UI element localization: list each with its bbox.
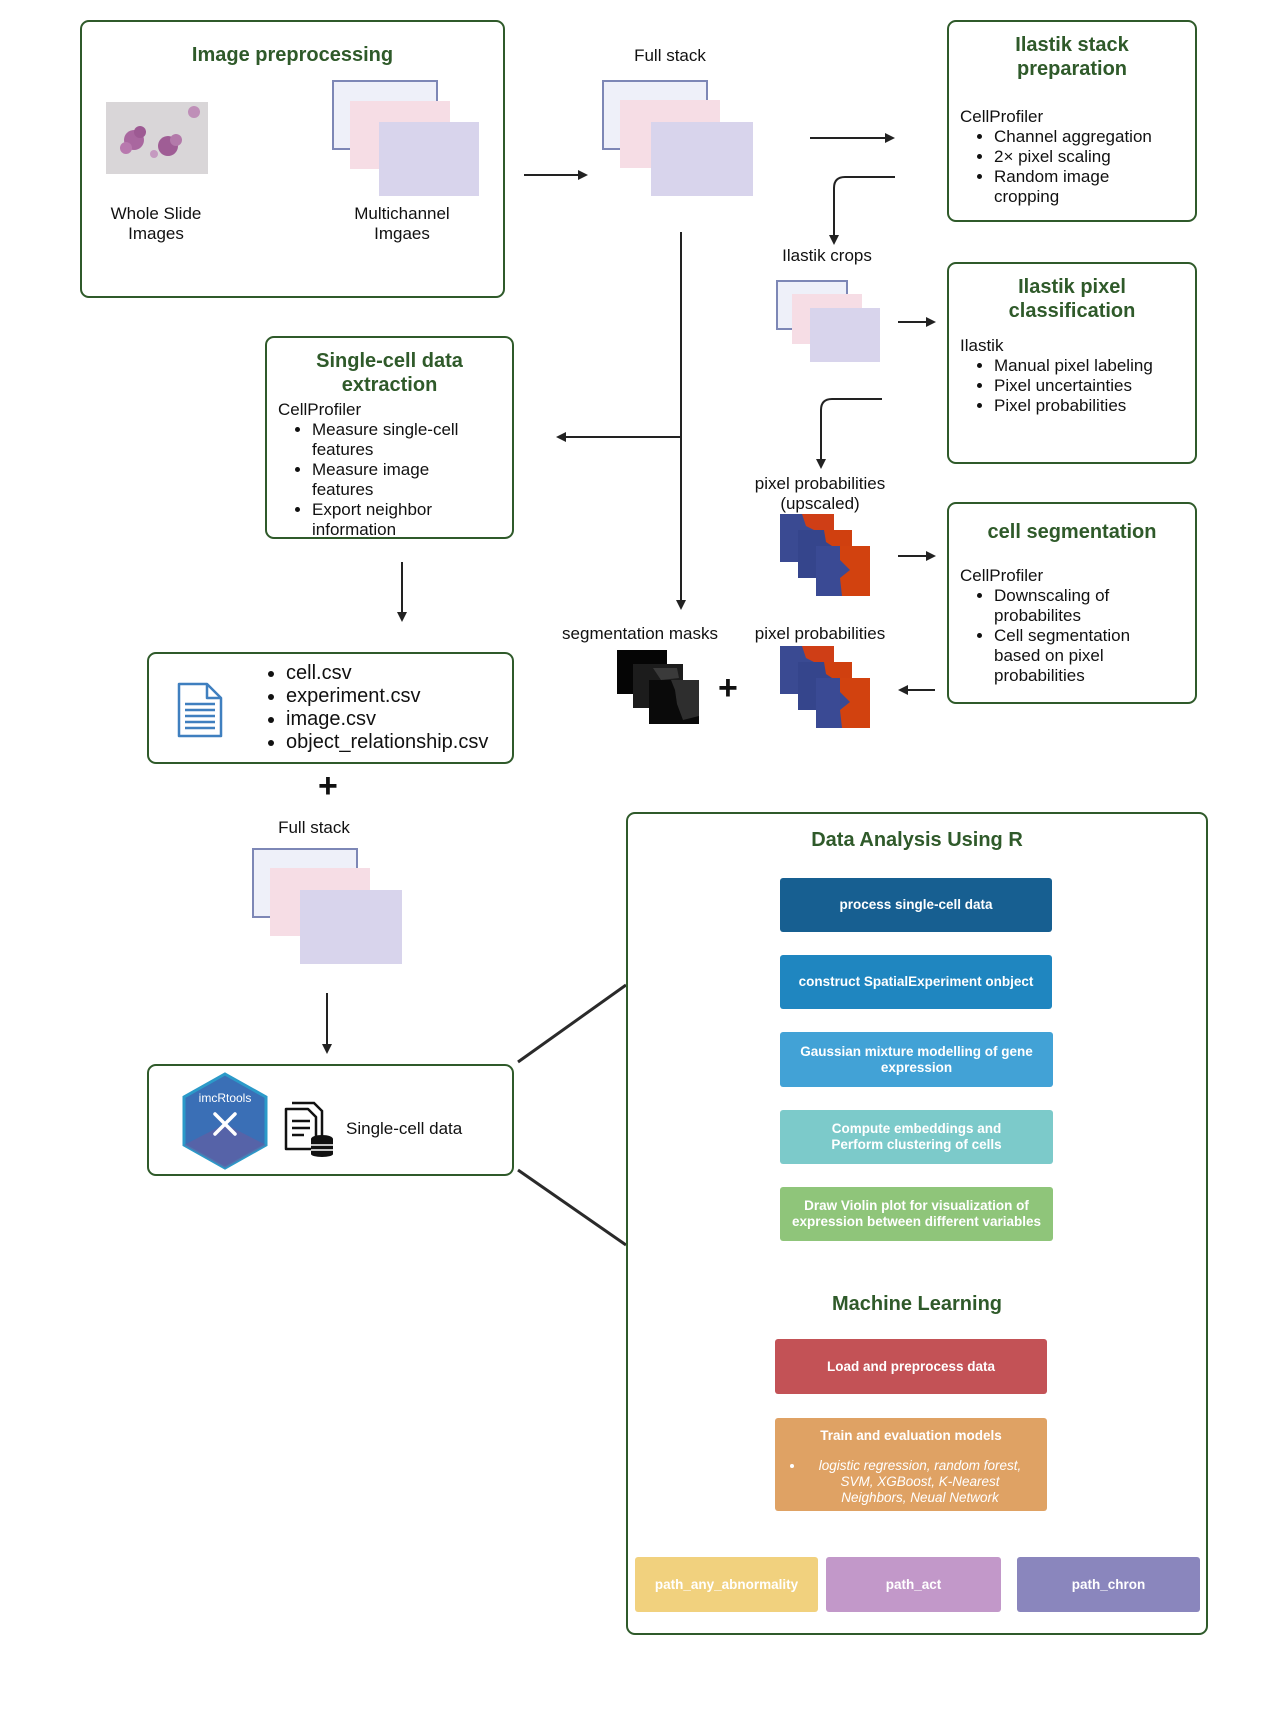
machine-learning-title: Machine Learning	[831, 1293, 1003, 1315]
ilastik-crops-front	[810, 308, 880, 362]
arrow-pixel-class-to-probabilities	[816, 398, 882, 469]
imcrtools-logo-text: imcRtools	[199, 1091, 252, 1105]
csv-file-item: experiment.csv	[286, 685, 514, 708]
ilastik-crops-label: Ilastik crops	[782, 246, 872, 265]
single-cell-extraction-tool: CellProfiler	[278, 400, 362, 419]
ilastik-stack-step: Random image cropping	[994, 167, 1196, 207]
ml-train-label: Train and evaluation models	[820, 1428, 1002, 1443]
cell-segmentation-title: cell segmentation	[987, 521, 1157, 543]
document-icon	[177, 682, 223, 738]
full-stack-label-2: Full stack	[278, 818, 350, 837]
cell-segmentation-tool: CellProfiler	[960, 566, 1044, 585]
ilastik-stack-preparation-body: CellProfiler Channel aggregation 2× pixe…	[960, 107, 1196, 207]
flow-step-construct: construct SpatialExperiment onbject	[780, 955, 1052, 1009]
arrow-ilastik-stack-to-crops	[829, 176, 895, 245]
cell-segmentation-step: Cell segmentation based on pixel probabi…	[994, 626, 1196, 686]
image-preprocessing-title: Image preprocessing	[191, 44, 394, 66]
single-cell-extraction-steps: Measure single-cell features Measure ima…	[278, 420, 514, 540]
database-document-icon	[284, 1101, 333, 1157]
full-stack-label: Full stack	[634, 46, 706, 65]
csv-file-item: cell.csv	[286, 662, 514, 685]
cell-segmentation-steps: Downscaling of probabilites Cell segment…	[960, 586, 1196, 686]
ilastik-pixel-classification-box: Ilastik pixel classification Ilastik Man…	[947, 262, 1197, 464]
ilastik-pixel-step: Pixel probabilities	[994, 396, 1196, 416]
flow-step-embeddings: Compute embeddings and Perform clusterin…	[780, 1110, 1053, 1164]
ilastik-stack-steps: Channel aggregation 2× pixel scaling Ran…	[960, 127, 1196, 207]
whole-slide-image-thumbnail	[106, 102, 208, 174]
plus-sign-csv: +	[318, 767, 338, 805]
single-cell-extraction-body: CellProfiler Measure single-cell feature…	[278, 400, 514, 540]
cell-segmentation-step: Downscaling of probabilites	[994, 586, 1196, 626]
ml-load-data: Load and preprocess data	[775, 1339, 1047, 1394]
output-path-any-abnormality: path_any_abnormality	[635, 1557, 818, 1612]
cell-segmentation-box: cell segmentation CellProfiler Downscali…	[947, 502, 1197, 704]
output-path-chron: path_chron	[1017, 1557, 1200, 1612]
csv-file-list: cell.csv experiment.csv image.csv object…	[260, 662, 514, 754]
ml-model-list: logistic regression, random forest, SVM,…	[787, 1458, 1035, 1506]
ilastik-pixel-step: Pixel uncertainties	[994, 376, 1196, 396]
pixel-probabilities-upscaled-label: pixel probabilities (upscaled)	[754, 474, 886, 513]
fan-line-top	[517, 983, 627, 1064]
segmentation-masks-image	[617, 650, 699, 724]
fan-line-bottom	[517, 1168, 627, 1247]
data-analysis-title: Data Analysis Using R	[811, 829, 1023, 851]
ilastik-stack-step: Channel aggregation	[994, 127, 1196, 147]
single-cell-extraction-title: Single-cell data extraction	[316, 350, 463, 396]
ilastik-stack-tool: CellProfiler	[960, 107, 1044, 126]
ml-model-item: logistic regression, random forest, SVM,…	[805, 1458, 1035, 1506]
ilastik-stack-step: 2× pixel scaling	[994, 147, 1196, 167]
single-cell-extraction-box: Single-cell data extraction CellProfiler…	[265, 336, 514, 539]
ilastik-pixel-steps: Manual pixel labeling Pixel uncertaintie…	[960, 356, 1196, 416]
multichannel-images-label: Multichannel Imgaes	[354, 204, 450, 243]
pixel-probabilities-upscaled-image	[780, 514, 870, 596]
cell-segmentation-body: CellProfiler Downscaling of probabilites…	[960, 566, 1196, 686]
ilastik-pixel-classification-title: Ilastik pixel classification	[1008, 276, 1136, 322]
ilastik-stack-preparation-box: Ilastik stack preparation CellProfiler C…	[947, 20, 1197, 222]
pixel-probabilities-image	[780, 646, 870, 728]
multichannel-stack-front	[379, 122, 479, 196]
csv-file-item: object_relationship.csv	[286, 731, 514, 754]
plus-sign-masks: +	[718, 669, 738, 707]
output-path-act: path_act	[826, 1557, 1001, 1612]
whole-slide-images-label: Whole Slide Images	[110, 204, 202, 243]
ml-train-models: Train and evaluation models logistic reg…	[775, 1418, 1047, 1511]
single-cell-extraction-step: Measure single-cell features	[312, 420, 514, 460]
ilastik-pixel-classification-body: Ilastik Manual pixel labeling Pixel unce…	[960, 336, 1196, 416]
single-cell-extraction-step: Measure image features	[312, 460, 514, 500]
single-cell-data-label: Single-cell data	[346, 1119, 463, 1138]
ilastik-pixel-tool: Ilastik	[960, 336, 1004, 355]
imcrtools-logo: imcRtools	[182, 1072, 268, 1170]
flow-step-process: process single-cell data	[780, 878, 1052, 932]
pixel-probabilities-label: pixel probabilities	[754, 624, 886, 643]
ilastik-pixel-step: Manual pixel labeling	[994, 356, 1196, 376]
csv-file-item: image.csv	[286, 708, 514, 731]
full-stack-2-front	[300, 890, 402, 964]
flow-step-gaussian: Gaussian mixture modelling of gene expre…	[780, 1032, 1053, 1087]
ilastik-stack-preparation-title: Ilastik stack preparation	[1015, 34, 1129, 80]
flow-step-violin: Draw Violin plot for visualization of ex…	[780, 1187, 1053, 1241]
full-stack-front	[651, 122, 753, 196]
segmentation-masks-label: segmentation masks	[562, 624, 718, 643]
single-cell-extraction-step: Export neighbor information	[312, 500, 514, 540]
